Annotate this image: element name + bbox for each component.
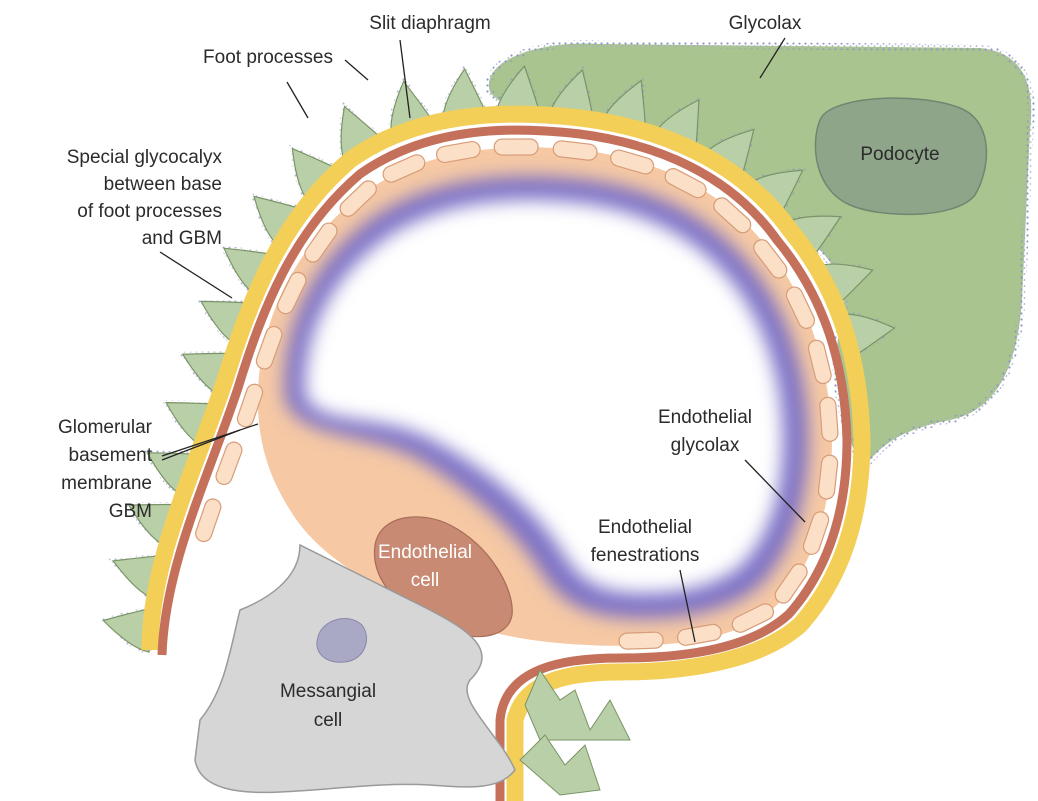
label-slit-diaphragm: Slit diaphragm [369, 13, 490, 34]
svg-text:GBM: GBM [109, 501, 152, 522]
label-glycolax-top: Glycolax [729, 13, 802, 34]
lower-foot-processes [520, 670, 630, 795]
svg-text:cell: cell [411, 570, 440, 591]
label-gbm: Glomerular basement membrane GBM [58, 417, 153, 522]
svg-text:and GBM: and GBM [142, 228, 222, 249]
svg-text:Endothelial: Endothelial [658, 407, 752, 428]
svg-text:glycolax: glycolax [671, 435, 740, 456]
fenestration-segment [819, 397, 838, 442]
label-podocyte: Podocyte [860, 144, 939, 165]
svg-text:Endothelial: Endothelial [598, 517, 692, 538]
label-foot-processes: Foot processes [203, 47, 333, 68]
svg-text:basement: basement [69, 445, 153, 466]
svg-text:Special glycocalyx: Special glycocalyx [67, 147, 223, 168]
svg-text:Glomerular: Glomerular [58, 417, 153, 438]
svg-text:cell: cell [314, 710, 343, 731]
svg-text:membrane: membrane [61, 473, 152, 494]
svg-text:Glycolax: Glycolax [729, 13, 802, 34]
svg-text:Messangial: Messangial [280, 681, 376, 702]
svg-text:fenestrations: fenestrations [591, 545, 700, 566]
fenestration-segment [494, 139, 538, 155]
svg-text:of foot processes: of foot processes [77, 201, 222, 222]
svg-text:between base: between base [104, 174, 222, 195]
svg-text:Podocyte: Podocyte [860, 144, 939, 165]
svg-text:Slit diaphragm: Slit diaphragm [369, 13, 490, 34]
svg-text:Foot processes: Foot processes [203, 47, 333, 68]
label-special-glycocalyx: Special glycocalyx between base of foot … [67, 147, 223, 249]
fenestration-segment [619, 632, 663, 649]
svg-text:Endothelial: Endothelial [378, 542, 472, 563]
